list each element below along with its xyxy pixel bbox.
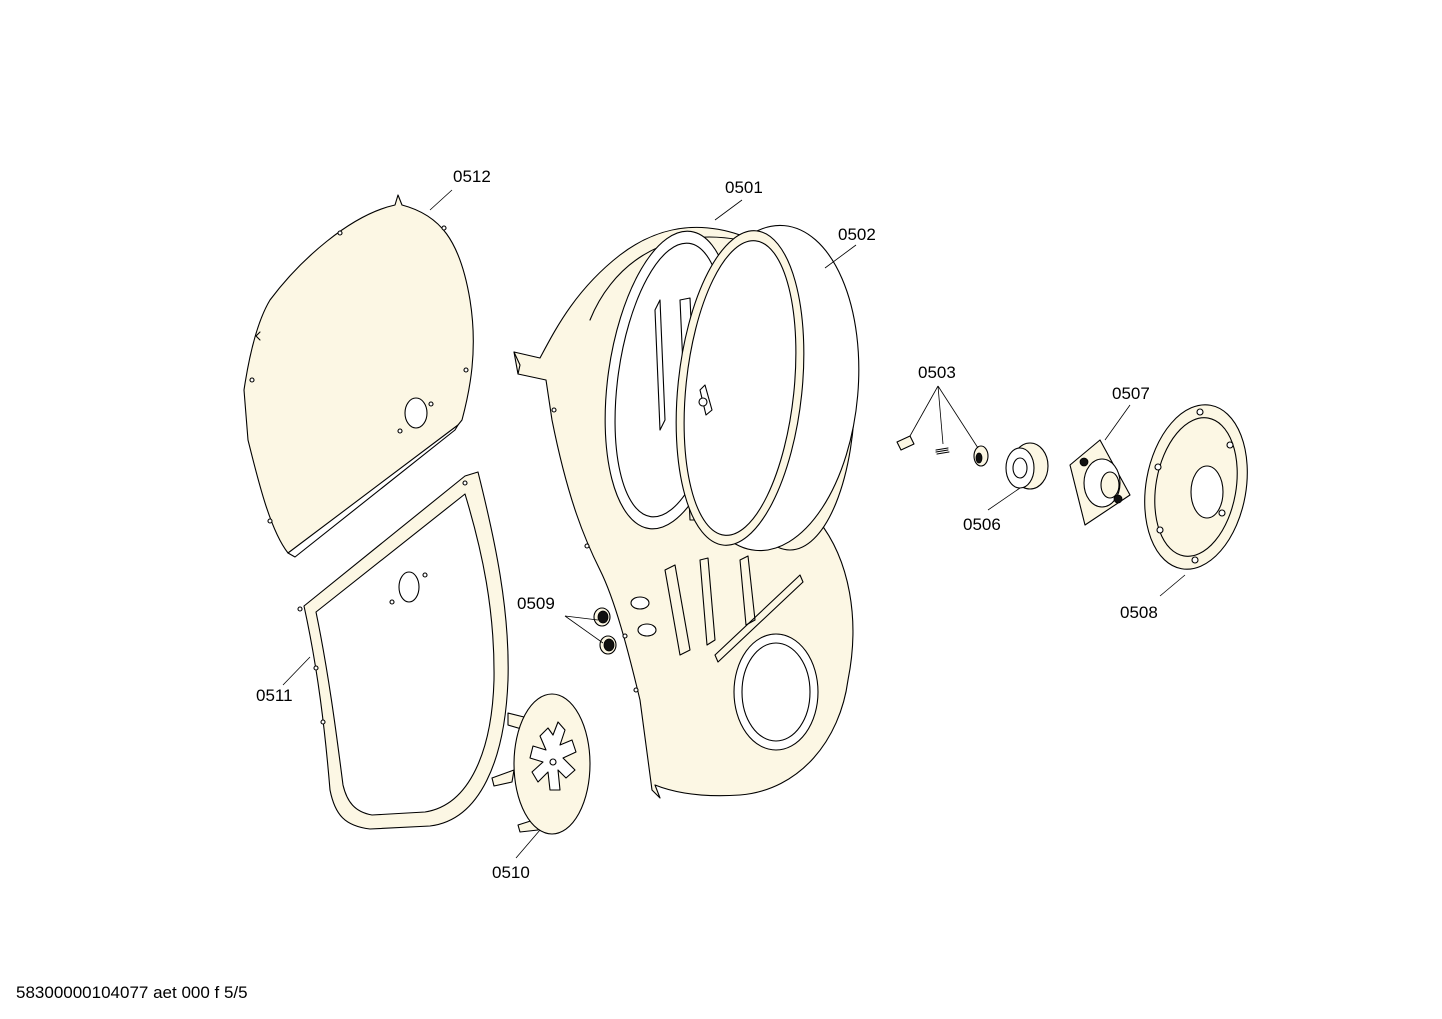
part-0510-fan-wheel[interactable] [491, 693, 591, 835]
part-0503-pin-spring-clip[interactable] [896, 435, 989, 467]
part-0509-grommets[interactable] [593, 607, 617, 655]
part-0507-bearing-bracket[interactable] [1069, 439, 1131, 526]
label-0509: 0509 [517, 594, 555, 613]
label-0501: 0501 [725, 178, 763, 197]
part-0502-drum-ring[interactable] [662, 218, 872, 558]
label-0508: 0508 [1120, 603, 1158, 622]
label-0503: 0503 [918, 363, 956, 382]
part-0508-end-plate[interactable] [1132, 397, 1259, 578]
drawing-number: 58300000104077 aet 000 f 5/5 [16, 983, 248, 1002]
label-0510: 0510 [492, 863, 530, 882]
label-0512: 0512 [453, 167, 491, 186]
leader-lines [282, 189, 1186, 859]
label-0506: 0506 [963, 515, 1001, 534]
part-0506-bearing[interactable] [1005, 442, 1049, 490]
label-0502: 0502 [838, 225, 876, 244]
label-0507: 0507 [1112, 384, 1150, 403]
part-0512-rear-cover[interactable] [243, 194, 474, 558]
part-0511-gasket-frame[interactable] [297, 471, 509, 830]
label-0511: 0511 [256, 686, 293, 705]
